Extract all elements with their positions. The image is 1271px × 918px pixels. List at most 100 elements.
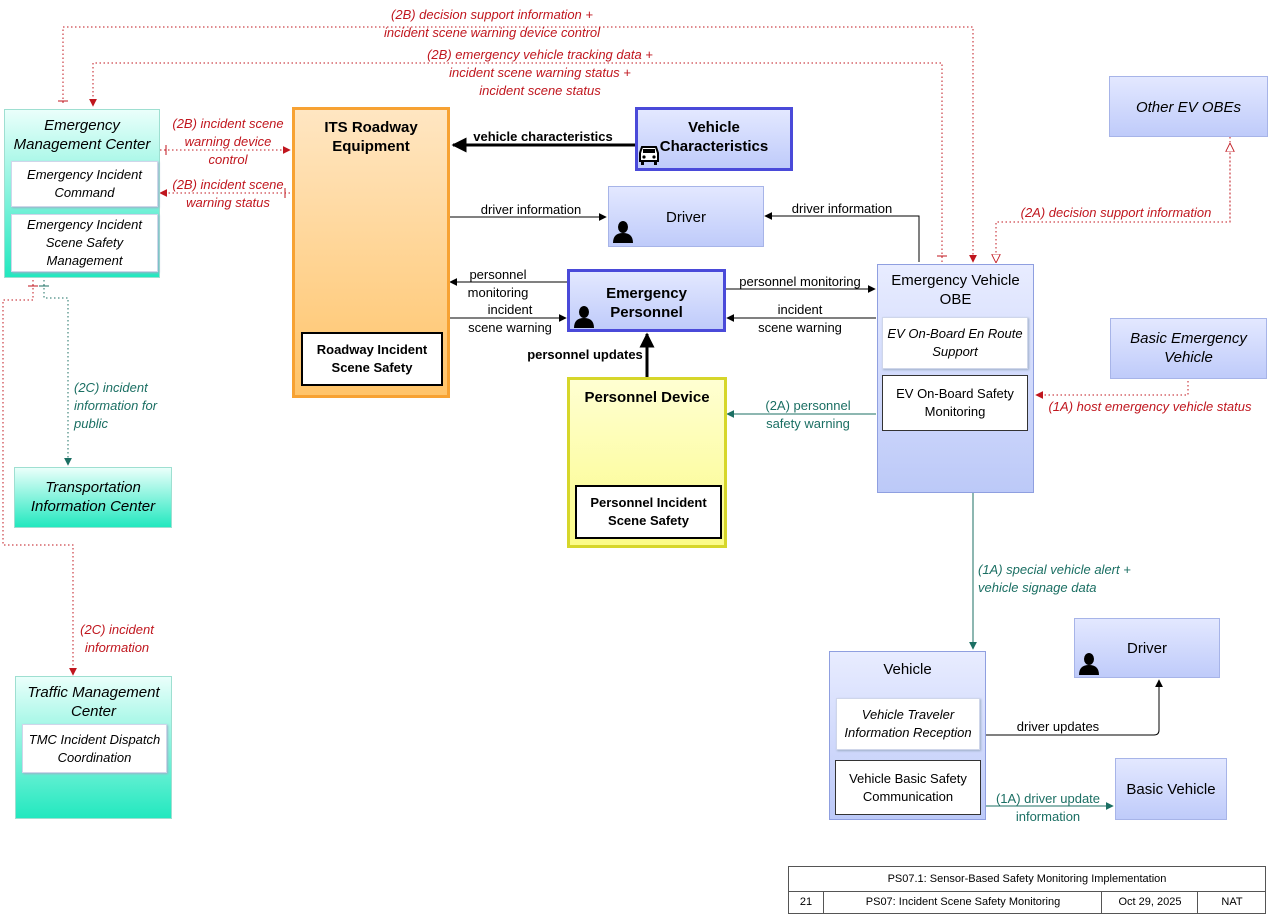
pdevice-sub-scene-safety[interactable]: Personnel Incident Scene Safety bbox=[575, 485, 722, 539]
footer-name: PS07: Incident Scene Safety Monitoring bbox=[823, 891, 1102, 914]
flow-label-2b-tracking: (2B) emergency vehicle tracking data + i… bbox=[410, 46, 670, 100]
flow-label-pupdates: personnel updates bbox=[527, 347, 643, 362]
emc-sub-scene-safety[interactable]: Emergency Incident Scene Safety Manageme… bbox=[11, 214, 158, 272]
flow-drvupdates-line bbox=[985, 679, 1163, 736]
footer-scope: NAT bbox=[1197, 891, 1266, 914]
vehicle-characteristics[interactable]: Vehicle Characteristics bbox=[635, 107, 793, 171]
flow-label-2c-tmc: (2C) incident information bbox=[72, 621, 162, 657]
flow-label-drvinfo-left: driver information bbox=[480, 202, 582, 217]
footer-date: Oct 29, 2025 bbox=[1101, 891, 1198, 914]
flow-label-line: public bbox=[74, 416, 108, 431]
flow-label-2b-dsi: (2B) decision support information + inci… bbox=[372, 6, 612, 42]
evobe-sub-safety-monitoring[interactable]: EV On-Board Safety Monitoring bbox=[882, 375, 1028, 431]
transportation-information-center[interactable]: Transportation Information Center bbox=[14, 467, 172, 528]
emergency-personnel[interactable]: Emergency Personnel bbox=[567, 269, 726, 332]
emc-sub-incident-command[interactable]: Emergency Incident Command bbox=[11, 161, 158, 207]
driver-top-title: Driver bbox=[666, 209, 706, 226]
vehicle-sub-basic-safety[interactable]: Vehicle Basic Safety Communication bbox=[835, 760, 981, 815]
driver-top[interactable]: Driver bbox=[608, 186, 764, 247]
flow-label-vehchar: vehicle characteristics bbox=[473, 129, 613, 144]
traffic-management-center[interactable]: Traffic Management Center TMC Incident D… bbox=[15, 676, 172, 819]
pdevice-title: Personnel Device bbox=[584, 389, 710, 406]
emergency-management-center[interactable]: Emergency Management Center Emergency In… bbox=[4, 109, 160, 278]
flow-label-line: information for bbox=[74, 398, 158, 413]
flow-label-line: incident scene status bbox=[479, 83, 601, 98]
person-icon bbox=[574, 306, 594, 328]
flow-label-line: warning status bbox=[186, 195, 270, 210]
its-roadway-equipment[interactable]: ITS Roadway Equipment Roadway Incident S… bbox=[292, 107, 450, 398]
evobe-title: Emergency Vehicle OBE bbox=[891, 272, 1020, 308]
footer-table: PS07.1: Sensor-Based Safety Monitoring I… bbox=[788, 866, 1266, 914]
evobe-sub-en-route[interactable]: EV On-Board En Route Support bbox=[882, 317, 1028, 369]
other-ev-title: Other EV OBEs bbox=[1135, 99, 1242, 116]
footer-page: 21 bbox=[799, 896, 813, 908]
flow-label-line: personnel bbox=[469, 267, 527, 282]
tmc-sub-dispatch[interactable]: TMC Incident Dispatch Coordination bbox=[22, 724, 167, 773]
person-icon bbox=[1079, 653, 1099, 675]
flow-label-line: (2B) emergency vehicle tracking data + bbox=[427, 47, 653, 62]
flow-label-pm-right: personnel monitoring bbox=[739, 274, 861, 289]
flow-label-line: (2C) incident bbox=[74, 380, 148, 395]
vehicle[interactable]: Vehicle Vehicle Traveler Information Rec… bbox=[829, 651, 986, 820]
flow-label-line: incident bbox=[487, 302, 533, 317]
person-icon bbox=[613, 221, 633, 243]
basic-vehicle-title: Basic Vehicle bbox=[1126, 781, 1216, 798]
vehicle-title: Vehicle bbox=[883, 661, 932, 678]
flow-label-isw-left: incident scene warning bbox=[460, 301, 560, 337]
flow-label-line: (1A) driver update bbox=[995, 791, 1101, 806]
flow-label-2a-dsi: (2A) decision support information bbox=[1020, 205, 1212, 220]
vehchar-title: Vehicle Characteristics bbox=[659, 119, 769, 155]
flow-label-drvinfo-right: driver information bbox=[791, 201, 893, 216]
personnel-device[interactable]: Personnel Device Personnel Incident Scen… bbox=[567, 377, 727, 548]
flow-label-drvupdates: driver updates bbox=[1016, 719, 1100, 734]
flow-label-line: scene warning bbox=[468, 320, 552, 335]
tic-title: Transportation Information Center bbox=[30, 479, 156, 515]
basic-emergency-vehicle[interactable]: Basic Emergency Vehicle bbox=[1110, 318, 1267, 379]
flow-label-line: vehicle signage data bbox=[978, 580, 1097, 595]
flow-label-2a-psw: (2A) personnel safety warning bbox=[756, 397, 860, 433]
flow-1a-host-line bbox=[1035, 377, 1189, 399]
its-sub-roadway-safety[interactable]: Roadway Incident Scene Safety bbox=[301, 332, 443, 386]
flow-label-line: information bbox=[1015, 809, 1081, 824]
basic-vehicle[interactable]: Basic Vehicle bbox=[1115, 758, 1227, 820]
emergency-vehicle-obe[interactable]: Emergency Vehicle OBE EV On-Board En Rou… bbox=[877, 264, 1034, 493]
flow-2c-tmc-line bbox=[2, 280, 77, 676]
flow-label-1a-alert: (1A) special vehicle alert + vehicle sig… bbox=[978, 561, 1148, 597]
its-title: ITS Roadway Equipment bbox=[324, 119, 418, 155]
vehicle-sub-traveler-info[interactable]: Vehicle Traveler Information Reception bbox=[836, 698, 980, 750]
flow-2b-tracking-line bbox=[89, 62, 943, 262]
flow-label-line: (2A) personnel bbox=[765, 398, 851, 413]
flow-label-line: (2B) decision support information + bbox=[391, 7, 593, 22]
flow-label-line: (2B) incident scene bbox=[172, 177, 284, 192]
flow-label-line: scene warning bbox=[758, 320, 842, 335]
personnel-title: Emergency Personnel bbox=[606, 285, 687, 321]
flow-label-line: safety warning bbox=[766, 416, 850, 431]
flow-label-line: control bbox=[208, 152, 248, 167]
flow-2c-tic-line bbox=[43, 280, 72, 466]
flow-2a-dsi-line bbox=[996, 137, 1231, 262]
emc-title: Emergency Management Center bbox=[13, 117, 151, 153]
flow-label-line: incident bbox=[777, 302, 823, 317]
driver-bottom[interactable]: Driver bbox=[1074, 618, 1220, 678]
flow-label-2b-warning-status: (2B) incident scene warning status bbox=[164, 176, 292, 212]
flow-label-2b-device-control: (2B) incident scene warning device contr… bbox=[164, 115, 292, 169]
car-icon bbox=[639, 146, 659, 165]
other-ev-obes[interactable]: Other EV OBEs bbox=[1109, 76, 1268, 137]
flow-label-line: (2C) incident bbox=[80, 622, 154, 637]
flow-label-line: information bbox=[84, 640, 150, 655]
flow-label-line: monitoring bbox=[467, 285, 529, 300]
flow-label-line: incident scene warning device control bbox=[383, 25, 601, 40]
driver-bottom-title: Driver bbox=[1127, 640, 1167, 657]
flow-label-pm-left: personnel monitoring bbox=[456, 266, 540, 302]
flow-drvinfo-right-line bbox=[764, 212, 920, 262]
flow-label-line: (2B) incident scene bbox=[172, 116, 284, 131]
flow-label-line: incident scene warning status + bbox=[449, 65, 631, 80]
footer-title: PS07.1: Sensor-Based Safety Monitoring I… bbox=[789, 867, 1265, 892]
flow-label-line: warning device bbox=[184, 134, 272, 149]
flow-label-1a-host: (1A) host emergency vehicle status bbox=[1048, 399, 1252, 414]
flow-label-isw-right: incident scene warning bbox=[750, 301, 850, 337]
flow-label-line: (1A) special vehicle alert + bbox=[978, 562, 1131, 577]
flow-label-1a-dui: (1A) driver update information bbox=[990, 790, 1106, 826]
tmc-title: Traffic Management Center bbox=[27, 684, 160, 720]
